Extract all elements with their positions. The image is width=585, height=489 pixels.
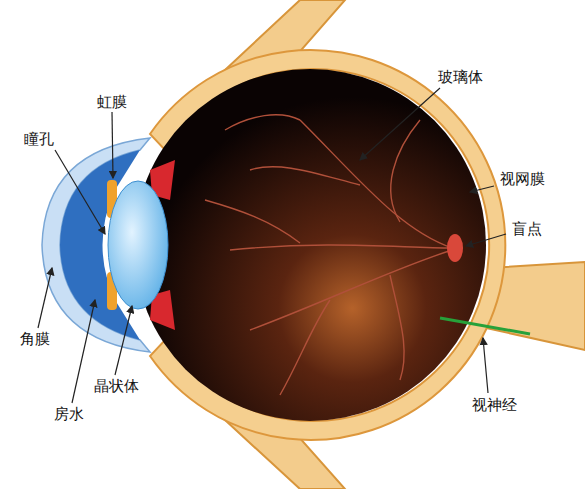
- vitreous-body: [134, 69, 486, 421]
- part-label: 盲点: [510, 220, 544, 238]
- part-label: 视网膜: [498, 170, 547, 188]
- part-label: 玻璃体: [436, 68, 485, 86]
- blood-vessels: [205, 115, 452, 395]
- part-label: 房水: [52, 405, 86, 423]
- lens: [108, 181, 168, 309]
- part-label: 瞳孔: [22, 130, 56, 148]
- optic-nerve: [440, 318, 530, 334]
- part-label: 视神经: [470, 396, 519, 414]
- part-label: 晶状体: [92, 377, 141, 395]
- part-label: 角膜: [18, 330, 52, 348]
- blind-spot: [447, 234, 463, 262]
- part-label: 虹膜: [95, 93, 129, 111]
- leader-lines: [38, 88, 506, 403]
